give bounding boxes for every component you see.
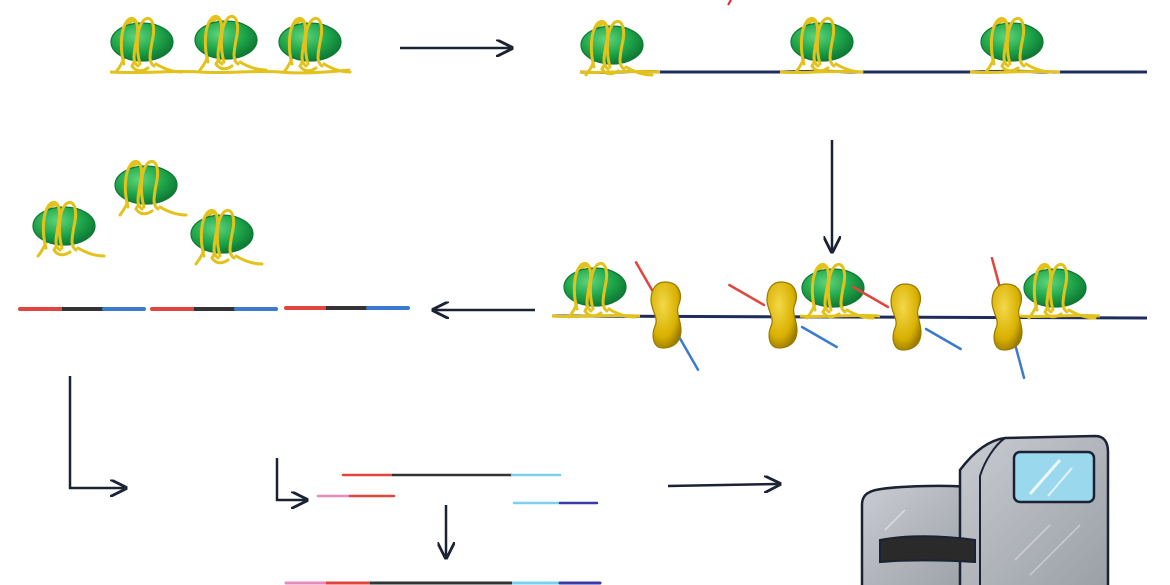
nucleosome-icon (801, 263, 875, 320)
nucleosome-icon (563, 262, 637, 319)
sequencer-slot (879, 535, 976, 564)
pcr-fragments (316, 473, 599, 505)
sequencer-screen (1012, 450, 1096, 504)
arrow-icon (667, 484, 778, 486)
tagmentation (551, 256, 1148, 380)
compact-chromatin-dna (109, 68, 351, 75)
arrow-icon (275, 458, 305, 500)
nucleosome-icon (32, 201, 106, 258)
nucleosome-icon (110, 17, 184, 74)
tn5-transposase-icon (852, 283, 962, 351)
nucleosome-icon (580, 20, 654, 77)
compact-chromatin (109, 15, 352, 75)
nucleosome-icon (114, 160, 188, 217)
open-chromatin-dna (579, 69, 1147, 75)
arrow-icon (68, 376, 124, 488)
nucleosome-icon (278, 17, 352, 74)
open-chromatin (579, 17, 1147, 77)
nucleosome-icon (194, 15, 268, 72)
tn5-transposase-icon (990, 256, 1026, 380)
sequencer-machine-icon (860, 434, 1110, 585)
nucleosome-icon (790, 17, 864, 74)
nucleosome-icon (980, 17, 1054, 74)
nucleosome-icon (1023, 263, 1097, 320)
tn5-transposase-icon (634, 261, 700, 371)
nucleosome-icon (190, 209, 264, 266)
tagged-fragments (18, 306, 410, 311)
red-accent-mark (727, 0, 732, 6)
tn5-transposase-icon (728, 281, 838, 349)
released-nucleosomes (32, 160, 264, 266)
